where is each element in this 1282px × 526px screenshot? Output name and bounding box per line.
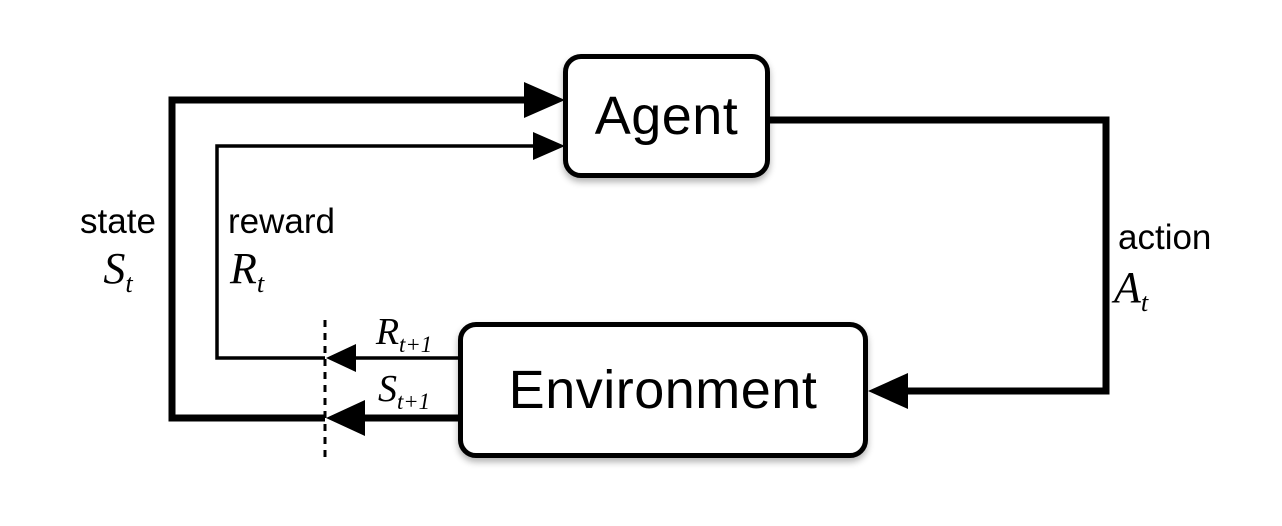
next-reward-arrowhead-icon xyxy=(326,344,356,372)
reward-label: reward xyxy=(228,202,335,241)
reward-arrow xyxy=(215,144,536,360)
agent-node-label: Agent xyxy=(594,86,739,146)
next-state-symbol: St+1 xyxy=(377,368,431,414)
agent-node: Agent xyxy=(563,54,770,178)
action-arrow xyxy=(770,116,1110,395)
state-label: state xyxy=(80,202,156,241)
state-arrowhead-icon xyxy=(524,82,565,118)
reward-symbol: Rt xyxy=(230,244,265,299)
state-symbol: St xyxy=(103,244,133,299)
state-arrow xyxy=(168,96,528,422)
action-symbol: At xyxy=(1114,263,1149,318)
action-label: action xyxy=(1118,218,1212,257)
action-arrowhead-icon xyxy=(868,373,908,409)
reward-arrowhead-icon xyxy=(533,132,565,160)
next-reward-symbol: Rt+1 xyxy=(375,311,433,357)
environment-node-label: Environment xyxy=(508,360,818,420)
environment-node: Environment xyxy=(458,322,868,458)
next-state-arrowhead-icon xyxy=(326,400,365,436)
